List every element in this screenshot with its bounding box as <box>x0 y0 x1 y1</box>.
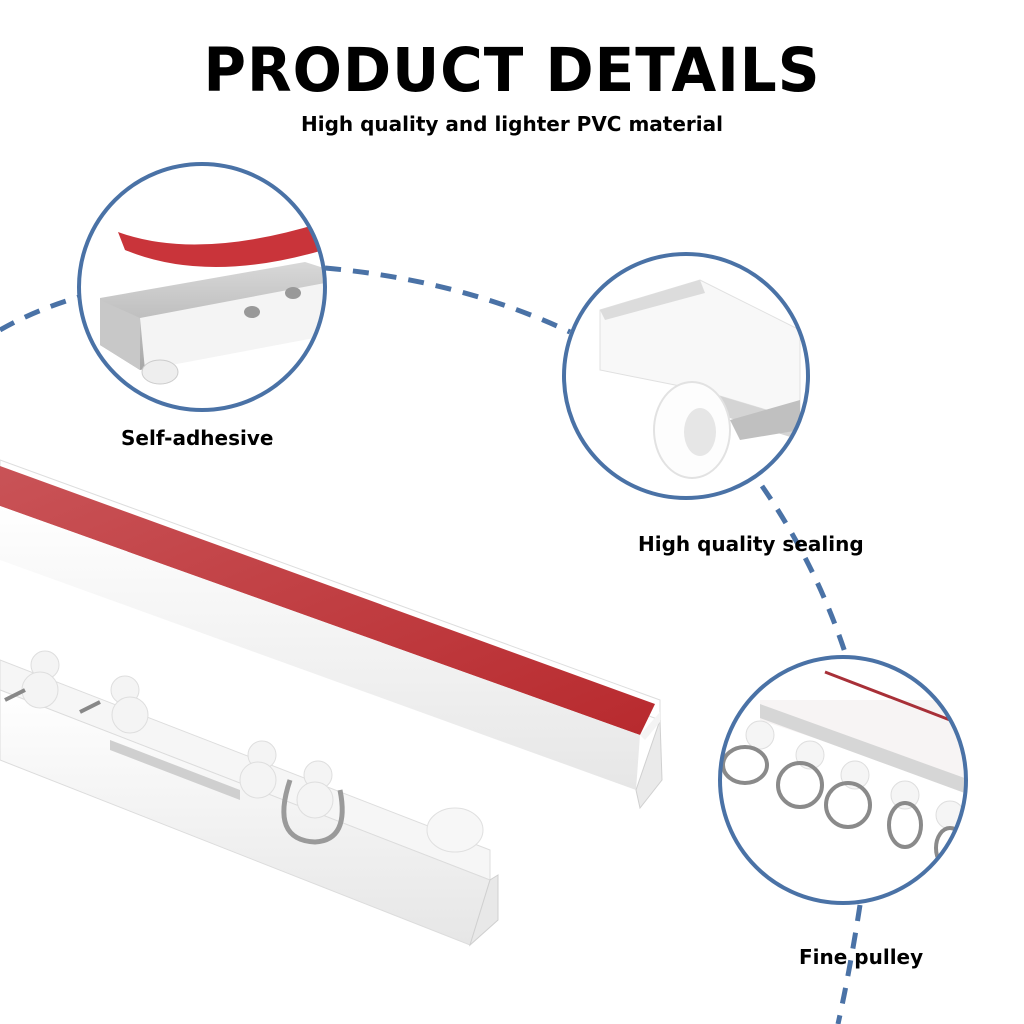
pulley-track <box>0 650 499 947</box>
callout-label-sealing: High quality sealing <box>638 532 864 556</box>
callout-fine-pulley <box>718 655 968 905</box>
callout-self-adhesive <box>77 162 327 412</box>
page-title: PRODUCT DETAILS <box>203 34 821 106</box>
page-subtitle: High quality and lighter PVC material <box>301 112 723 136</box>
main-track <box>0 459 663 810</box>
callout-label-fine-pulley: Fine pulley <box>799 945 924 969</box>
callout-sealing <box>562 252 810 500</box>
dashed-connector <box>0 265 863 1024</box>
callout-label-self-adhesive: Self-adhesive <box>121 426 274 450</box>
